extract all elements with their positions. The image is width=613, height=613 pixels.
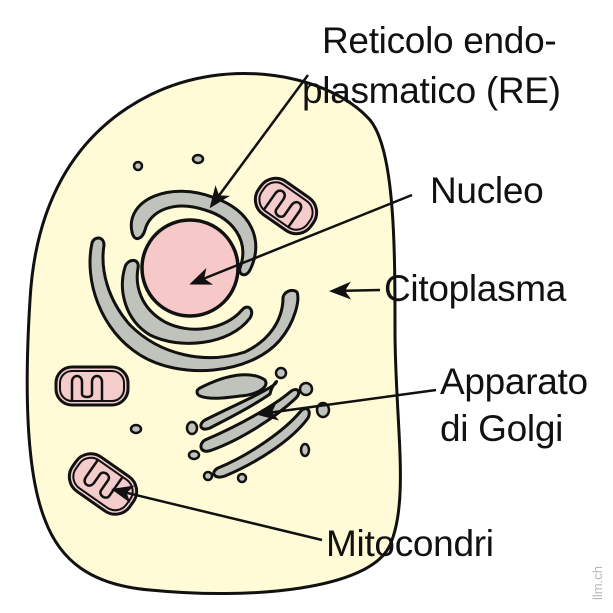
- cytoplasm-pointer: [329, 281, 381, 300]
- label-er-line1: Reticolo endo-: [322, 20, 557, 61]
- label-golgi-line2: di Golgi: [440, 408, 564, 449]
- golgi-pointer: [256, 388, 437, 421]
- endoplasmic-reticulum: [88, 189, 300, 373]
- label-mitochondria: Mitocondri: [326, 523, 494, 564]
- label-nucleus: Nucleo: [430, 170, 544, 211]
- nucleus-pointer: [189, 193, 413, 285]
- vesicle: [132, 160, 144, 172]
- nucleus: [140, 218, 240, 318]
- vesicle: [299, 442, 311, 458]
- label-er-line2: plasmatico (RE): [302, 70, 561, 111]
- label-golgi-line1: Apparato: [440, 361, 588, 402]
- vesicle: [236, 472, 248, 484]
- credit-watermark: llm.ch: [590, 566, 605, 600]
- vesicle: [274, 366, 288, 380]
- label-cytoplasm: Citoplasma: [384, 268, 567, 309]
- vesicle: [202, 470, 214, 482]
- er-pointer: [209, 74, 310, 209]
- vesicles: [129, 153, 331, 484]
- mitochondrion: [54, 365, 130, 407]
- mitochondria-pointer: [111, 485, 323, 542]
- vesicle: [298, 381, 314, 397]
- vesicle: [185, 420, 199, 436]
- vesicle: [187, 449, 201, 461]
- mitochondrion: [253, 176, 319, 236]
- vesicle: [191, 153, 205, 165]
- vesicle: [129, 423, 143, 435]
- pointer-lines: [111, 74, 437, 542]
